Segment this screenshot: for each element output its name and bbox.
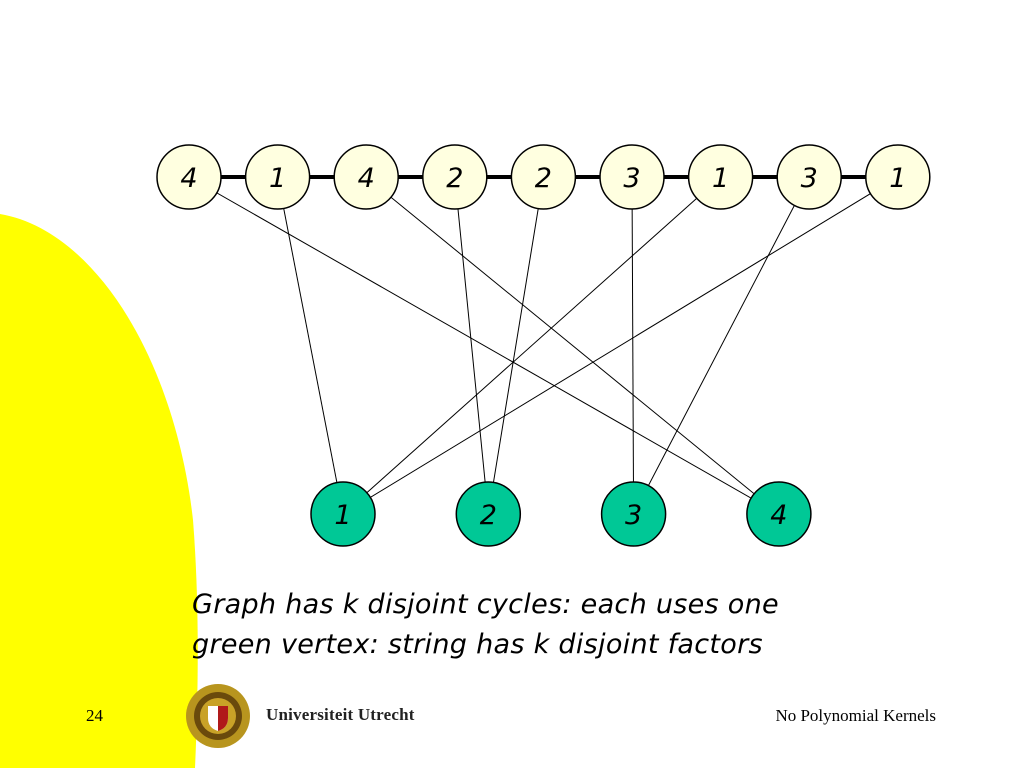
university-wordmark: Universiteit Utrecht xyxy=(266,705,415,724)
bottom-vertex-label: 2 xyxy=(480,500,497,531)
graph-edge xyxy=(342,176,721,515)
top-vertex-circle xyxy=(422,144,488,210)
bottom-vertex-circle xyxy=(746,481,812,547)
top-vertex: 1 xyxy=(244,144,311,210)
graph-edge xyxy=(633,176,810,515)
top-vertex: 1 xyxy=(687,144,754,210)
bottom-vertex-circle xyxy=(310,481,376,547)
top-vertex-label: 4 xyxy=(180,163,197,194)
bottom-vertex-layer: 1 2 3 4 xyxy=(310,481,812,547)
graph-edge xyxy=(487,176,544,515)
university-seal-icon xyxy=(186,684,250,748)
top-vertex-layer: 4 1 4 2 2 3 1 3 1 xyxy=(156,144,931,210)
bottom-vertex: 2 xyxy=(455,481,522,547)
top-vertex-circle xyxy=(599,144,665,210)
top-vertex: 4 xyxy=(333,144,399,210)
graph-edges xyxy=(188,176,899,515)
top-vertex: 4 xyxy=(156,144,222,210)
slide-number: 24 xyxy=(86,706,103,725)
caption: Graph has k disjoint cycles: each uses o… xyxy=(192,585,952,665)
bottom-vertex-label: 1 xyxy=(334,500,351,531)
top-vertex-label: 2 xyxy=(535,163,552,194)
top-vertex-circle xyxy=(510,144,577,210)
top-vertex-label: 1 xyxy=(889,163,906,194)
bottom-vertex: 3 xyxy=(600,481,667,547)
top-vertex-label: 4 xyxy=(358,163,375,194)
top-vertex: 3 xyxy=(599,144,665,210)
bottom-vertex-circle xyxy=(600,481,667,547)
graph-edge xyxy=(277,176,344,515)
graph-edge xyxy=(631,176,635,515)
graph-edge xyxy=(365,176,780,515)
top-vertex: 3 xyxy=(776,144,842,210)
graph-edge xyxy=(342,176,899,515)
bottom-vertex: 1 xyxy=(310,481,376,547)
caption-line-2: green vertex: string has k disjoint fact… xyxy=(192,629,763,660)
bottom-vertex: 4 xyxy=(746,481,812,547)
top-vertex-circle xyxy=(687,144,754,210)
top-vertex-circle xyxy=(156,144,222,210)
top-vertex-label: 3 xyxy=(623,163,640,194)
top-vertex-label: 1 xyxy=(269,163,286,194)
top-vertex: 2 xyxy=(422,144,488,210)
top-vertex: 2 xyxy=(510,144,577,210)
yellow-swoosh-decoration xyxy=(0,214,198,768)
top-vertex-circle xyxy=(865,144,931,210)
bottom-vertex-circle xyxy=(455,481,522,547)
bottom-vertex-label: 3 xyxy=(625,500,642,531)
graph-edge xyxy=(188,176,780,515)
top-vertex-label: 2 xyxy=(446,163,463,194)
bottom-vertex-label: 4 xyxy=(770,500,787,531)
top-vertex-circle xyxy=(244,144,311,210)
top-vertex-label: 1 xyxy=(712,163,729,194)
graph-edge xyxy=(454,176,489,515)
top-vertex-circle xyxy=(776,144,842,210)
caption-line-1: Graph has k disjoint cycles: each uses o… xyxy=(192,589,779,620)
top-vertex-circle xyxy=(333,144,399,210)
top-vertex-label: 3 xyxy=(801,163,818,194)
top-vertex: 1 xyxy=(865,144,931,210)
footer-title: No Polynomial Kernels xyxy=(775,706,936,725)
